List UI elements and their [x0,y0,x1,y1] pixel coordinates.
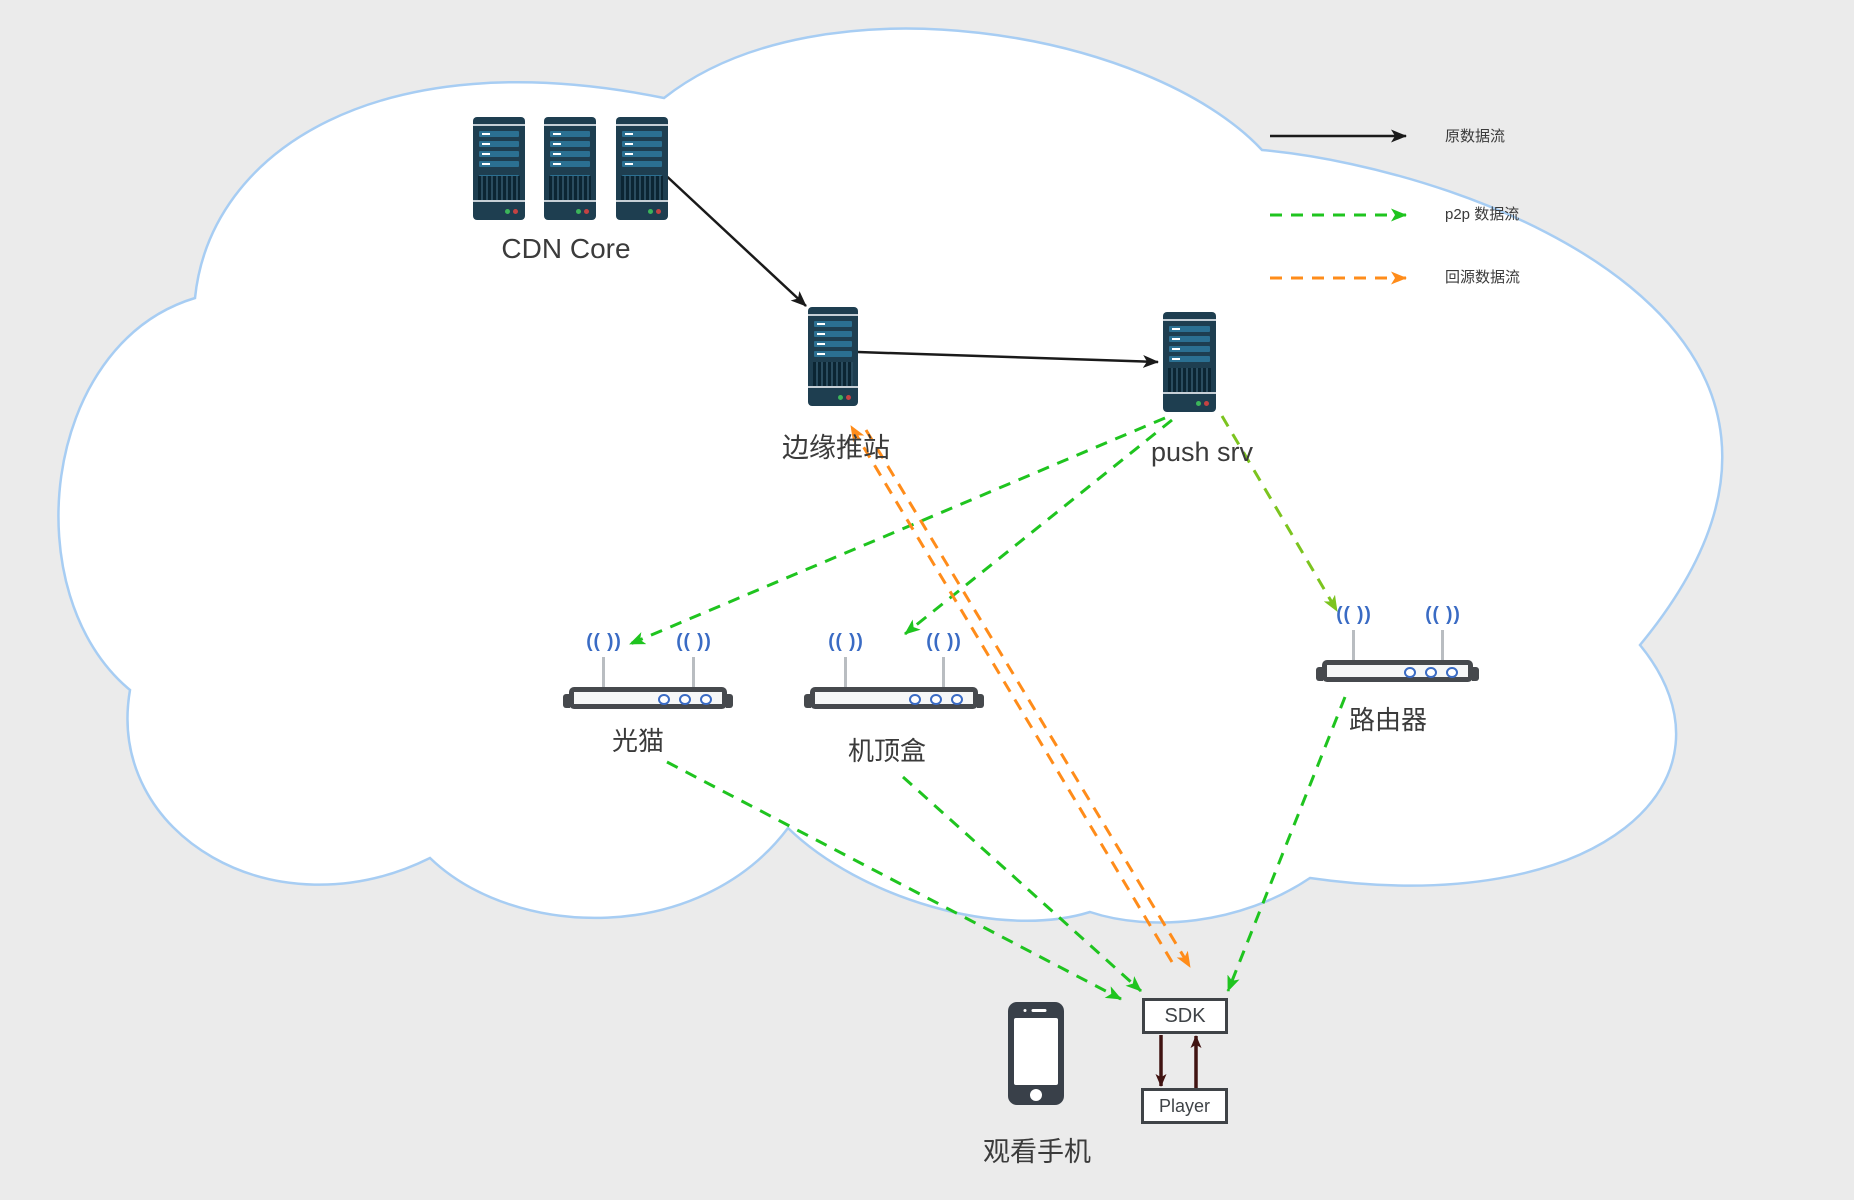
sdk-box: SDK [1142,998,1228,1034]
cdn-core-cluster [473,117,668,220]
indicator-lights [658,694,712,705]
edge-edgepush-to-pushsrv [857,350,1159,368]
wifi-signal-icon: (( )) [586,631,622,652]
indicator-lights [909,694,963,705]
server-tower-icon [473,117,525,220]
phone-icon [1008,1002,1064,1105]
stb-label: 机顶盒 [847,736,926,766]
stb-device-icon: (( )) (( )) [804,631,984,709]
player-box: Player [1141,1088,1228,1124]
server-tower-icon [615,117,668,220]
phone-speaker [1023,1009,1047,1012]
antenna [1441,630,1444,662]
wifi-signal-icon: (( )) [1425,604,1461,625]
antenna [1352,630,1355,662]
cdn-core-label: CDN Core [501,233,631,264]
edge-router-to-sdk [1226,696,1347,992]
edge-pushsrv-to-modem [629,416,1166,646]
wifi-signal-icon: (( )) [926,631,962,652]
push-srv-label: push srv [1150,437,1254,467]
edge-cdn-to-edgepush [659,169,807,307]
server-top [473,117,525,126]
edge-modem-to-sdk [666,760,1122,1001]
legend-p2p-label: p2p 数据流 [1445,206,1520,223]
antenna [602,657,605,689]
indicator-lights [1404,667,1458,678]
server-vent [478,176,520,200]
antenna [942,657,945,689]
wifi-signal-icon: (( )) [1336,604,1372,625]
edge-pushsrv-to-stb [904,418,1173,636]
router-label: 路由器 [1348,705,1427,735]
edge-push-server-icon [808,307,858,406]
edge-stb-to-sdk [901,775,1143,993]
legend-origin-label: 原数据流 [1445,128,1506,145]
antenna [844,657,847,689]
modem-label: 光猫 [611,726,664,756]
wifi-signal-icon: (( )) [676,631,712,652]
wifi-signal-icon: (( )) [828,631,864,652]
phone-screen [1014,1018,1058,1085]
modem-device-icon: (( )) (( )) [563,631,733,709]
push-srv-server-icon [1163,312,1216,412]
router-device-icon: (( )) (( )) [1316,604,1479,682]
phone-label: 观看手机 [983,1137,1091,1167]
phone-home-button [1030,1089,1042,1101]
cloud-outline [57,27,1724,924]
server-tower-icon [544,117,597,220]
legend-back-label: 回源数据流 [1445,269,1521,286]
edge-push-label: 边缘推站 [782,433,890,463]
edge-pushsrv-to-router [1220,415,1339,612]
antenna [692,657,695,689]
